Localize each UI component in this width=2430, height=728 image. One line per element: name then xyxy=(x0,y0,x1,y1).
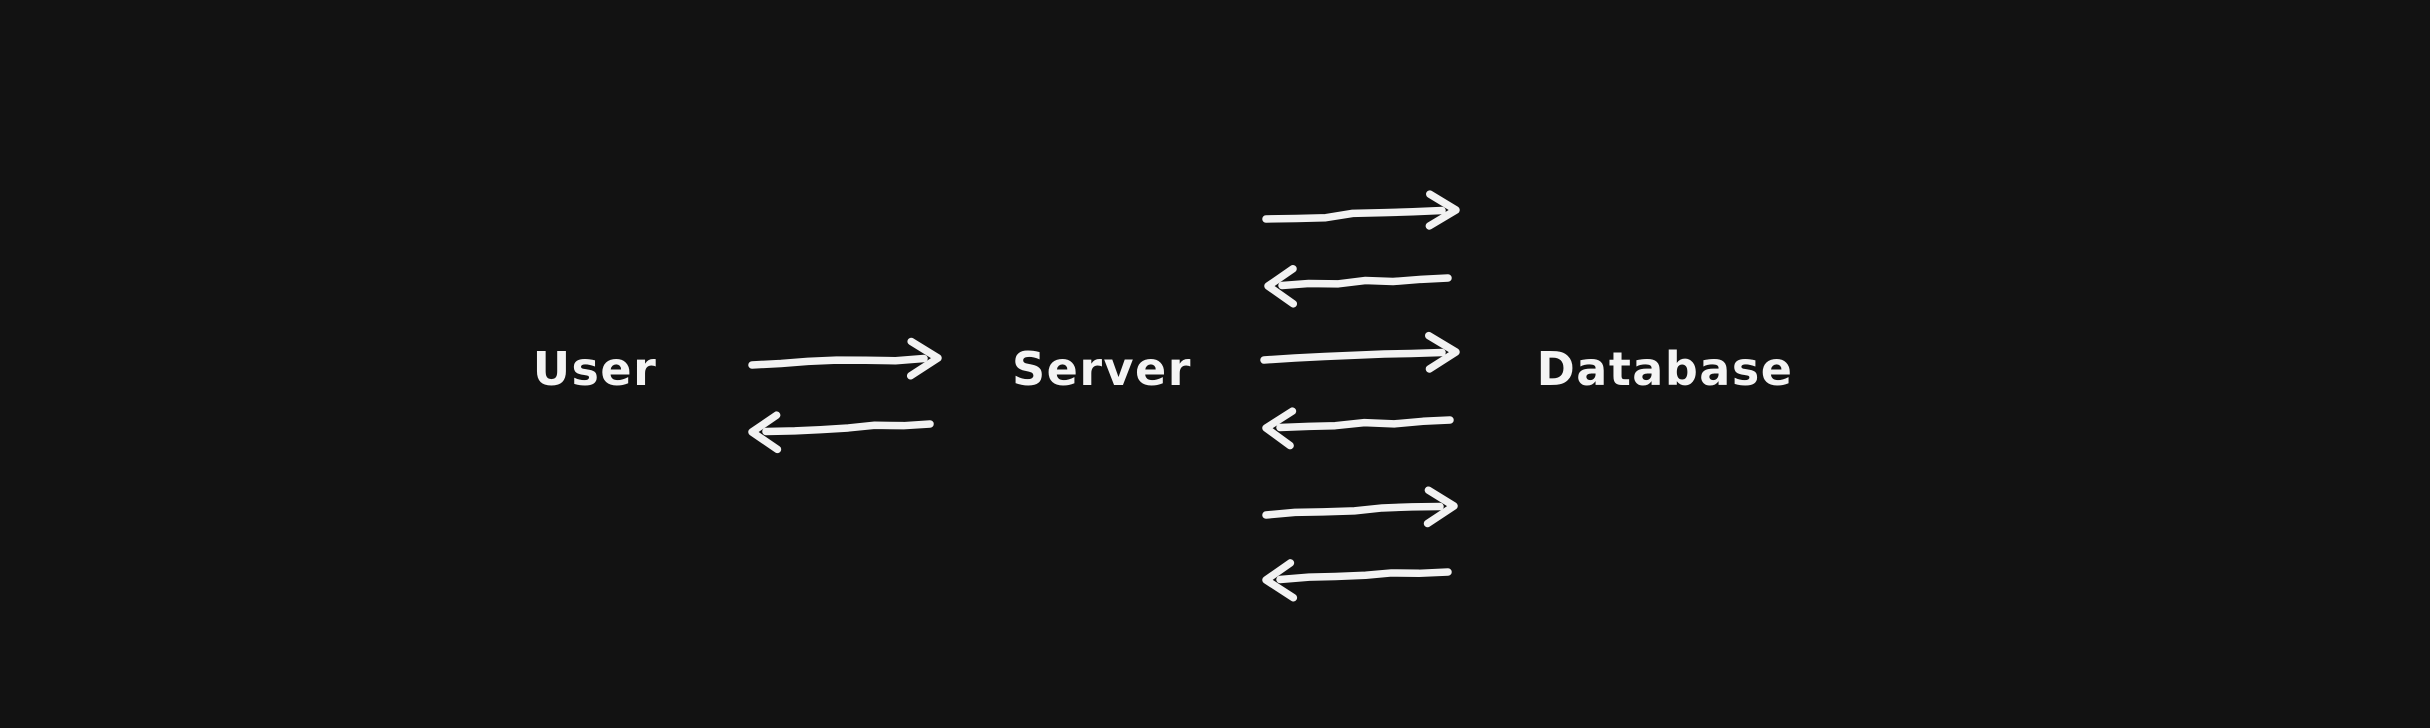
arrow-layer xyxy=(748,190,1460,602)
arrow-shaft xyxy=(1276,568,1452,584)
arrow-shaft xyxy=(1278,274,1452,290)
arrow-database-to-server-1 xyxy=(1264,265,1452,308)
arrow-head-right xyxy=(906,337,942,380)
arrow-server-to-user xyxy=(748,411,934,454)
arrow-database-to-server-2 xyxy=(1262,407,1454,450)
arrow-server-to-database-1 xyxy=(1262,190,1460,230)
arrow-shaft xyxy=(762,420,934,436)
arrow-head-right xyxy=(1423,486,1458,528)
arrow-database-to-server-3 xyxy=(1262,559,1452,602)
node-label-database: Database xyxy=(1537,342,1794,396)
arrow-head-right xyxy=(1424,331,1460,373)
label-layer: User Server Database xyxy=(533,342,1794,396)
arrow-head-right xyxy=(1425,190,1460,230)
arrow-shaft xyxy=(748,354,928,369)
arrow-shaft xyxy=(1262,206,1446,223)
arrow-head-left xyxy=(1262,407,1297,450)
arrow-user-to-server xyxy=(748,337,942,380)
node-label-server: Server xyxy=(1012,342,1192,396)
node-label-user: User xyxy=(533,342,658,396)
arrow-shaft xyxy=(1276,416,1454,432)
arrow-head-left xyxy=(1264,265,1298,308)
arrow-head-left xyxy=(1262,559,1298,602)
arrow-shaft xyxy=(1262,502,1444,519)
arrow-head-left xyxy=(748,411,782,454)
arrow-server-to-database-3 xyxy=(1262,486,1458,528)
arrow-shaft xyxy=(1260,348,1446,364)
arrow-server-to-database-2 xyxy=(1260,331,1460,373)
